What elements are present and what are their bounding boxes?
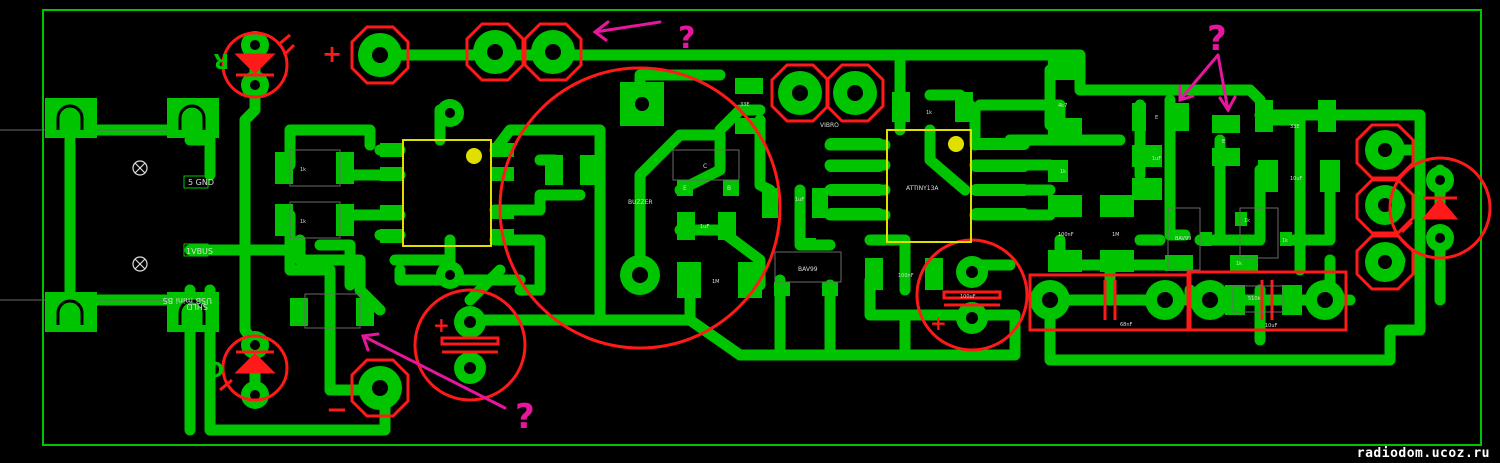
- label-1k-left-a: 1k: [300, 167, 306, 173]
- watermark-text: radiodom.ucoz.ru: [1356, 446, 1490, 461]
- label-1M-mid: 1M: [1112, 232, 1120, 238]
- label-100nF-mid: 100nF: [1058, 232, 1074, 238]
- question-mark-right: ?: [1207, 19, 1227, 59]
- label-1M: 1M: [712, 279, 720, 285]
- label-1k-top: 1k: [926, 110, 932, 116]
- label-E2: E: [1222, 139, 1225, 145]
- label-1uF-mid: 1uF: [795, 197, 804, 203]
- usb-label-line2: SHLD: [186, 302, 208, 311]
- power-plus-label: +: [322, 40, 342, 68]
- left-ic-pin1-dot: [466, 148, 482, 164]
- label-E: E: [683, 185, 687, 192]
- mcu-pins: [825, 138, 1030, 220]
- buzzer-outline: [498, 66, 782, 350]
- label-68nF: 68nF: [1120, 322, 1133, 328]
- label-10uF: 10uF: [1290, 176, 1303, 182]
- left-ic-outline: [402, 139, 492, 247]
- pad-rings: [221, 22, 1492, 418]
- component-outlines: [0, 129, 1284, 329]
- question-mark-top: ?: [678, 21, 695, 56]
- label-10uF-bottom: 10uF: [1265, 323, 1278, 329]
- drill-holes: [56, 40, 1445, 400]
- annotation-arrows: [360, 20, 1237, 410]
- silk-labels: USB mini BS SHLD 5 GND 1VBUS BUZZER VIBR…: [163, 102, 1303, 329]
- led-top-label: R: [214, 49, 229, 73]
- usb-pin-gnd: 5 GND: [188, 178, 214, 187]
- diode-label: BAV99: [798, 266, 818, 273]
- label-E1: E: [1155, 115, 1158, 121]
- label-1uF: 1uF: [700, 224, 709, 230]
- mcu-pin1-dot: [948, 136, 964, 152]
- silkscreen: [402, 129, 972, 247]
- mcu-label: ATTINY13A: [906, 185, 939, 192]
- usb-marks: [132, 160, 148, 272]
- buzzer-label: BUZZER: [628, 199, 653, 206]
- power-minus-label: −: [326, 395, 348, 425]
- label-C: C: [703, 163, 707, 170]
- label-1k-tiny: 1k: [1282, 238, 1288, 244]
- board-outline: [42, 9, 1482, 446]
- label-1k-small: 1k: [1060, 169, 1066, 175]
- label-33E: 33E: [740, 102, 750, 108]
- vibro-label: VIBRO: [820, 122, 839, 129]
- label-100uF: 100uF: [960, 294, 976, 300]
- label-1uF-right: 1uF: [1152, 156, 1161, 162]
- label-B: B: [727, 185, 731, 192]
- diode-label-right: BAV99: [1175, 236, 1191, 242]
- capacitor-symbols: [440, 280, 1274, 354]
- led-bottom-label: G: [208, 357, 224, 381]
- usb-pin-vbus: 1VBUS: [186, 247, 213, 256]
- label-510k: 510k: [1248, 296, 1261, 302]
- label-1k: 1k: [1244, 218, 1250, 224]
- label-1k-left-b: 1k: [300, 219, 306, 225]
- label-33E-right: 33E: [1290, 124, 1300, 130]
- usb-label-line1: USB mini BS: [163, 296, 212, 305]
- label-47: 4k7: [1058, 103, 1067, 109]
- question-mark-bottom: ?: [515, 397, 535, 437]
- label-1k-mini: 1k: [1236, 261, 1242, 267]
- cap-plus-right: +: [930, 311, 947, 335]
- label-100nF: 100nF: [898, 273, 914, 279]
- led-symbols: [219, 33, 1459, 392]
- mcu-outline: [886, 129, 972, 243]
- cap-plus-left: +: [433, 313, 450, 337]
